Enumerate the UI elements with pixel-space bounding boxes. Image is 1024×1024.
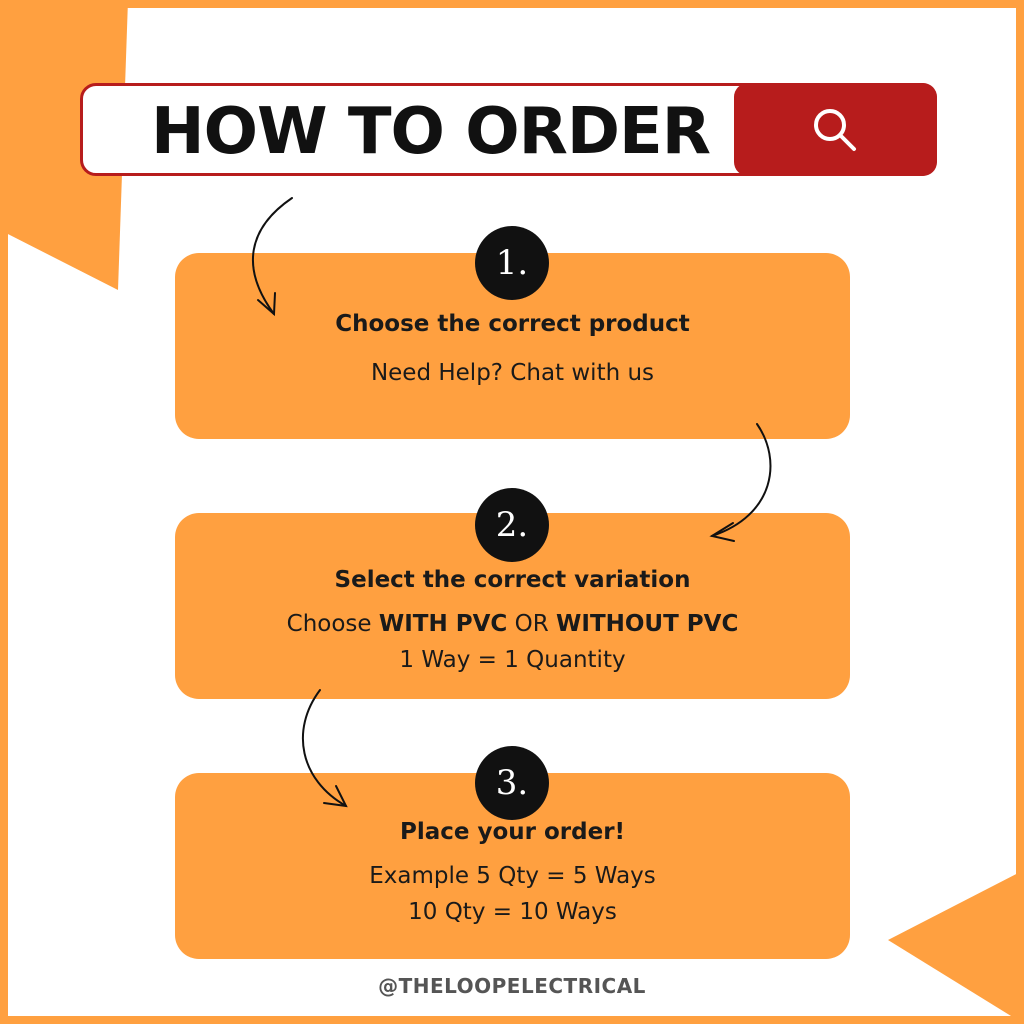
step-2-choose-text: Choose (286, 611, 379, 637)
step-3-heading: Place your order! (399, 819, 626, 845)
page-title: HOW TO ORDER (151, 95, 711, 169)
step-3-example-text: Example 5 Qty = 5 Ways (369, 863, 656, 889)
search-bar[interactable]: HOW TO ORDER (80, 83, 937, 176)
step-2-without-pvc: WITHOUT PVC (556, 611, 739, 637)
step-2-or-text: OR (507, 611, 557, 637)
social-handle[interactable]: @THELOOPELECTRICAL (378, 974, 646, 998)
step-1-number-badge: 1. (475, 226, 549, 300)
bottom-right-orange-shape (888, 870, 1024, 1024)
search-icon (814, 109, 856, 151)
search-button[interactable] (734, 83, 937, 176)
step-2-quantity-text: 1 Way = 1 Quantity (399, 647, 626, 673)
top-left-orange-shape (0, 0, 128, 290)
step-3-example-text-2: 10 Qty = 10 Ways (408, 899, 617, 925)
step-2-variation-text: Choose WITH PVC OR WITHOUT PVC (175, 611, 850, 637)
step-1-heading: Choose the correct product (335, 311, 690, 337)
step-2-with-pvc: WITH PVC (378, 611, 508, 637)
step-2-number-badge: 2. (475, 488, 549, 562)
step-3-number-badge: 3. (475, 746, 549, 820)
step-2-heading: Select the correct variation (334, 567, 691, 593)
step-1-help-text: Need Help? Chat with us (370, 360, 655, 386)
